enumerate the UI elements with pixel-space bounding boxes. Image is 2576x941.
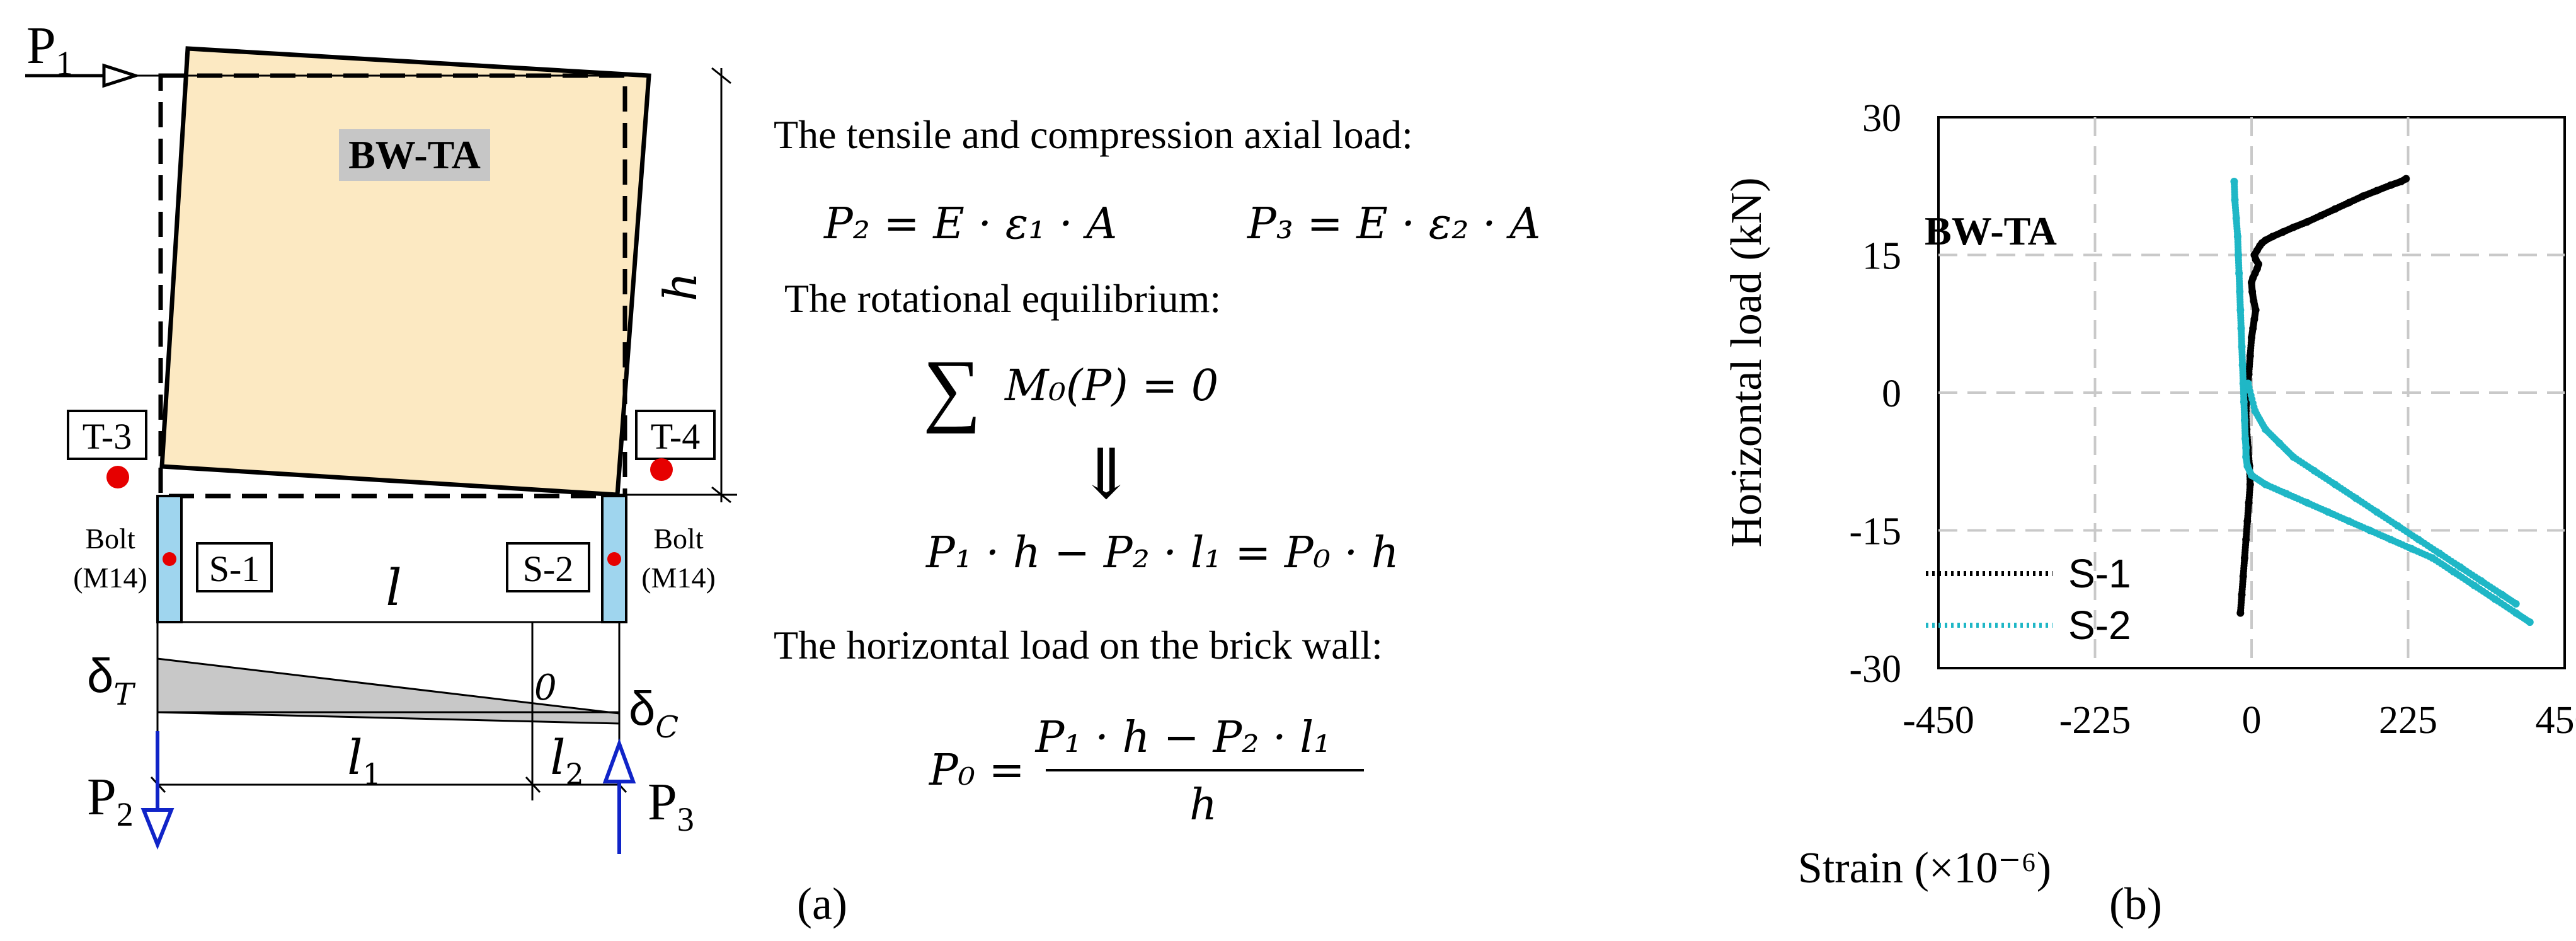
caption-a: (a): [797, 879, 847, 929]
heading-rotational: The rotational equilibrium:: [784, 276, 1221, 321]
x-tick-labels: -450 -225 0 225 450: [1903, 699, 2576, 742]
implies-arrow: ⇓: [1077, 436, 1135, 513]
heading-horizontal: The horizontal load on the brick wall:: [774, 623, 1383, 667]
equation-p2: P₂ = E · ε₁ · A: [823, 199, 1117, 249]
p3-label: P3: [648, 773, 694, 838]
equations: The tensile and compression axial load: …: [774, 112, 1540, 830]
equation-p3: P₃ = E · ε₂ · A: [1246, 199, 1540, 249]
chart-ylabel: Horizontal load (kN): [1722, 177, 1771, 547]
neutral-axis-label: 0: [534, 667, 557, 708]
p1-arrowhead: [102, 63, 141, 88]
l2-label: l2: [550, 729, 584, 791]
chart-title: BW-TA: [1925, 209, 2057, 253]
height-tick-top: [711, 67, 731, 84]
caption-b: (b): [2109, 879, 2162, 929]
p2-label: P2: [87, 768, 134, 833]
y-tick-label: 15: [1862, 235, 1901, 278]
data-point: [2402, 175, 2410, 183]
span-label: l: [386, 558, 402, 617]
x-tick-label: 450: [2536, 699, 2576, 742]
wall-body: [159, 46, 651, 497]
legend-s2-label: S-2: [2068, 603, 2131, 648]
t4-box: [635, 410, 716, 460]
right-bolt-label: Bolt: [653, 522, 703, 555]
x-tick-label: -450: [1903, 699, 1974, 742]
l1-label: l1: [347, 729, 381, 791]
data-points: [2230, 175, 2534, 626]
x-tick-label: 225: [2379, 699, 2437, 742]
left-bolt-gauge: [163, 552, 176, 566]
t3-box: [67, 410, 147, 460]
t3-label: T-3: [83, 416, 132, 457]
y-tick-label: -15: [1849, 511, 1901, 553]
y-tick-labels: 30 15 0 -15 -30: [1849, 97, 1901, 691]
s1-label: S-1: [209, 548, 260, 589]
s1-box: [196, 542, 273, 592]
s2-label: S-2: [523, 548, 574, 589]
right-bolt-gauge: [607, 552, 621, 566]
legend: S-1 S-2: [1926, 551, 2131, 648]
chart-xlabel: Strain (×10⁻⁶): [1798, 844, 2051, 892]
t3-sensor-dot: [106, 466, 129, 488]
p3-arrowhead: [602, 738, 636, 783]
t4-sensor-dot: [650, 458, 673, 481]
right-bolt-size: (M14): [641, 562, 716, 594]
data-point: [2512, 600, 2520, 608]
x-tick-label: -225: [2059, 699, 2131, 742]
data-point: [2526, 618, 2534, 626]
height-tick-bottom: [711, 486, 731, 504]
wall-label: BW-TA: [348, 132, 481, 177]
equation-balance: P₁ · h − P₂ · l₁ = P₀ · h: [925, 528, 1399, 578]
t4-label: T-4: [651, 416, 700, 457]
height-label: h: [654, 272, 707, 301]
equation-p0-denominator: h: [1189, 780, 1217, 830]
equation-p0-numerator: P₁ · h − P₂ · l₁: [1034, 713, 1331, 763]
p1-label: P1: [26, 16, 73, 82]
strain-load-chart: 30 15 0 -15 -30 -450 -225 0 225 450 Strain (×10⁻…: [1722, 97, 2576, 892]
wall-label-bg: [339, 129, 490, 181]
y-tick-label: 0: [1882, 372, 1901, 415]
heading-axial: The tensile and compression axial load:: [774, 112, 1413, 157]
sum-symbol: ∑: [923, 343, 982, 434]
left-bolt-label: Bolt: [85, 522, 135, 555]
x-tick-label: 0: [2242, 699, 2262, 742]
y-tick-label: -30: [1849, 648, 1901, 691]
wall-diagram: BW-TA P1 h T-3 T-4 Bolt (M14) Bolt (M14)…: [25, 16, 737, 854]
p2-arrowhead: [140, 808, 175, 850]
y-tick-label: 30: [1862, 97, 1901, 140]
l1-tick-right: [525, 776, 541, 794]
delta-c-label: δC: [629, 682, 678, 745]
equation-moment: M₀(P) = 0: [1004, 361, 1218, 411]
left-bolt-size: (M14): [73, 562, 147, 594]
s2-box: [506, 542, 590, 592]
legend-s1-label: S-1: [2068, 551, 2131, 596]
delta-t-label: δT: [87, 649, 135, 712]
equation-p0-lhs: P₀ =: [928, 746, 1025, 795]
